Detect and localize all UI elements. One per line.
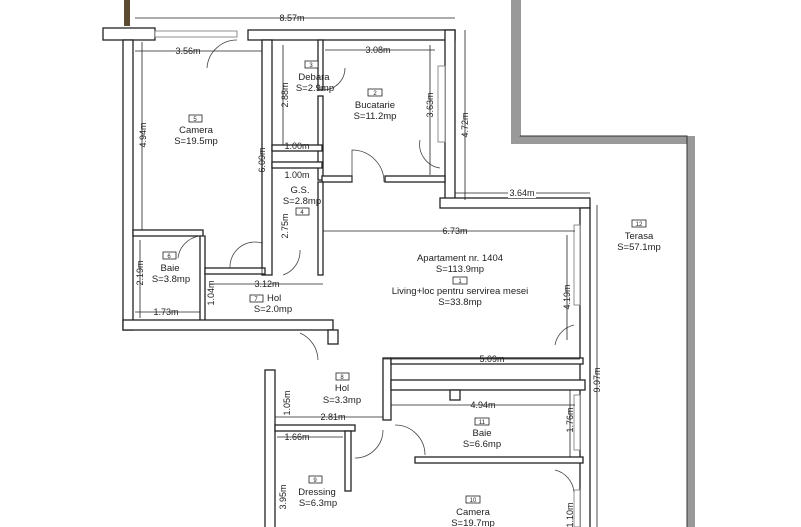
dim-label: 9.97m	[592, 367, 602, 392]
dim-label: 1.00m	[284, 170, 309, 180]
room-name: Baie	[160, 263, 179, 274]
room-area: S=2.8mp	[283, 196, 321, 207]
room-number: 6	[167, 254, 171, 260]
dim-label: 4.94m	[470, 400, 495, 410]
apartment-title: Apartament nr. 1404	[417, 253, 503, 264]
dim-label: 4.19m	[562, 284, 572, 309]
dim-label: 2.75m	[280, 213, 290, 238]
room-area: S=19.5mp	[174, 136, 218, 147]
room-name: Camera	[456, 507, 491, 518]
dim-label: 1.05m	[282, 390, 292, 415]
dim-label: 1.10m	[565, 502, 575, 527]
dim-label: 3.56m	[175, 46, 200, 56]
dim-label: 3.12m	[254, 279, 279, 289]
room-name: Living+loc pentru servirea mesei	[392, 286, 529, 297]
room-area: S=3.8mp	[152, 274, 190, 285]
room-number: 10	[470, 498, 477, 504]
room-area: S=19.7mp	[451, 518, 495, 527]
room-number: 3	[309, 63, 313, 69]
dim-label: 1.04m	[206, 280, 216, 305]
room-area: S=2.0mp	[254, 304, 292, 315]
dim-label: 2.19m	[135, 260, 145, 285]
dim-label: 1.73m	[153, 307, 178, 317]
room-number: 9	[313, 478, 317, 484]
dim-label: 3.63m	[425, 92, 435, 117]
room-area: S=3.3mp	[323, 395, 361, 406]
room-area: S=6.3mp	[299, 498, 337, 509]
dim-label: 1.66m	[284, 432, 309, 442]
room-number: 2	[373, 91, 377, 97]
room-area: S=11.2mp	[354, 111, 397, 122]
room-number: 1	[458, 279, 462, 285]
dimension-labels: 8.57m 3.56m 3.08m 2.88m 3.63m 4.72m 4.94…	[135, 13, 602, 527]
dim-label: 2.88m	[280, 82, 290, 107]
room-name: Baie	[472, 428, 491, 439]
apartment-area: S=113.9mp	[436, 264, 484, 275]
room-number: 5	[193, 117, 197, 123]
doors	[177, 39, 575, 493]
dim-label: 3.95m	[278, 484, 288, 509]
dim-label: 6.09m	[257, 147, 267, 172]
room-name: Camera	[179, 125, 214, 136]
room-name: Hol	[335, 383, 349, 394]
room-number: 4	[300, 210, 304, 216]
terrace-outline	[511, 0, 695, 527]
dim-label: 3.08m	[365, 45, 390, 55]
room-name: Dressing	[298, 487, 336, 498]
dim-label: 1.00m	[284, 141, 309, 151]
room-name: G.S.	[290, 185, 309, 196]
room-area: S=33.8mp	[438, 297, 482, 308]
dim-label: 4.72m	[460, 112, 470, 137]
dim-label: 6.73m	[442, 226, 467, 236]
dim-label: 3.64m	[509, 188, 534, 198]
room-number: 12	[636, 222, 643, 228]
column	[124, 0, 130, 26]
dim-label: 2.81m	[320, 412, 345, 422]
walls	[102, 27, 591, 527]
room-name: Bucatarie	[355, 100, 395, 111]
dimension-lines	[135, 17, 598, 527]
dim-label: 5.09m	[479, 354, 504, 364]
room-number: 8	[340, 375, 344, 381]
room-number: 7	[254, 297, 258, 303]
room-name: Debara	[298, 72, 330, 83]
dim-label-backdrop	[508, 188, 536, 198]
room-area: S=2.9mp	[296, 83, 334, 94]
room-area: S=6.6mp	[463, 439, 501, 450]
room-name: Terasa	[625, 231, 654, 242]
dim-label: 4.94m	[138, 122, 148, 147]
room-number: 11	[479, 420, 486, 426]
room-labels: Apartament nr. 1404 S=113.9mp 1 Living+l…	[152, 60, 661, 527]
dim-label: 8.57m	[279, 13, 304, 23]
room-area: S=57.1mp	[617, 242, 661, 253]
dim-label: 1.76m	[565, 407, 575, 432]
room-name: Hol	[267, 293, 281, 304]
